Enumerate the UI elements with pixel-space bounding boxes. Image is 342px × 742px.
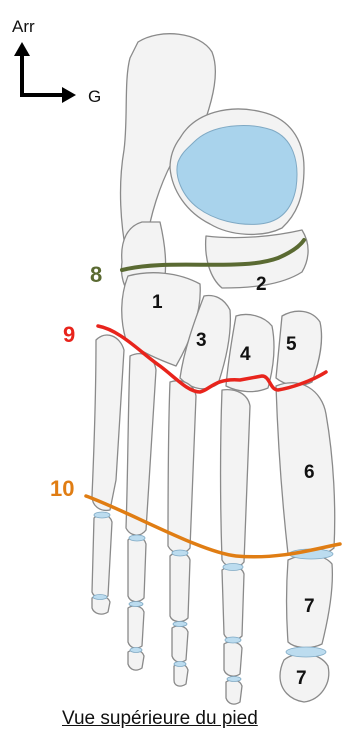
bone-number-4: 4 bbox=[240, 344, 251, 365]
figure-caption: Vue supérieure du pied bbox=[62, 708, 258, 730]
joint-4-mtp bbox=[129, 535, 145, 541]
metatarsal-ii bbox=[221, 390, 251, 567]
phalanx-3-middle bbox=[172, 626, 188, 662]
metatarsal-iii bbox=[168, 381, 196, 553]
joint-3-ip1 bbox=[173, 622, 187, 627]
bone-number-1: 1 bbox=[152, 292, 163, 313]
phalanx-4-distal bbox=[128, 650, 144, 670]
left-label: G bbox=[88, 87, 101, 106]
phalanx-2-distal bbox=[226, 680, 242, 704]
joint-1-ip bbox=[286, 647, 326, 657]
bone-number-7b: 7 bbox=[296, 668, 307, 689]
line-10-label: 10 bbox=[50, 476, 74, 501]
orientation-indicator: Arr G bbox=[12, 17, 101, 106]
phalanx-3-proximal bbox=[170, 553, 190, 622]
bone-number-6: 6 bbox=[304, 462, 315, 483]
joint-3-ip2 bbox=[174, 662, 186, 667]
joint-2-ip1 bbox=[225, 637, 241, 643]
posterior-arrowhead bbox=[14, 42, 30, 56]
phalanx-4-proximal bbox=[128, 537, 146, 602]
joint-3-mtp bbox=[172, 550, 188, 556]
joint-5-mtp bbox=[94, 512, 110, 518]
metatarsal-v bbox=[92, 335, 124, 510]
joint-4-ip1 bbox=[129, 602, 143, 607]
phalanx-3-distal bbox=[174, 664, 188, 686]
joint-4-ip2 bbox=[130, 648, 142, 653]
phalanx-5-proximal bbox=[92, 515, 112, 599]
bone-number-3: 3 bbox=[196, 330, 207, 351]
foot-bones bbox=[92, 34, 335, 704]
bone-number-5: 5 bbox=[286, 334, 297, 355]
phalanx-2-proximal bbox=[222, 567, 244, 640]
phalanx-4-middle bbox=[128, 606, 144, 648]
line-9-label: 9 bbox=[63, 322, 75, 347]
line-8-label: 8 bbox=[90, 262, 102, 287]
bone-number-7a: 7 bbox=[304, 596, 315, 617]
phalanx-2-middle bbox=[224, 642, 242, 676]
left-arrowhead bbox=[62, 87, 76, 103]
joint-5-ip bbox=[93, 595, 107, 600]
cuneiform-5 bbox=[276, 311, 322, 385]
joint-2-ip2 bbox=[227, 677, 241, 682]
posterior-label: Arr bbox=[12, 17, 35, 36]
metatarsal-iv bbox=[126, 354, 156, 535]
joint-2-mtp bbox=[223, 564, 243, 571]
bone-number-2: 2 bbox=[256, 274, 267, 295]
